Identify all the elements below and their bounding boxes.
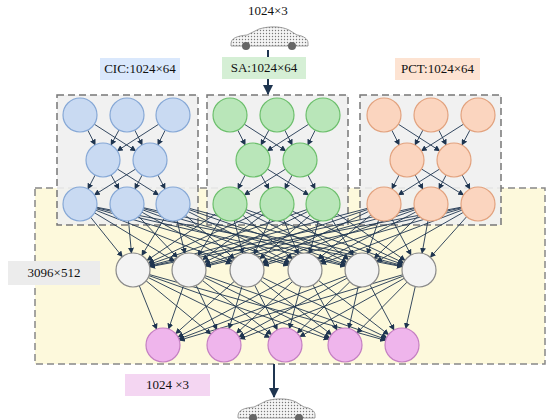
car-output [238,399,315,420]
neuron [414,98,448,132]
neuron-link [91,217,123,256]
neuron-link [88,175,95,189]
neuron-link [439,175,446,189]
neuron-link [261,130,269,145]
neuron-link [406,287,415,329]
neuron-link [462,175,470,189]
label-box: 3096×512 [8,261,100,285]
neuron-link [238,130,246,145]
neuron [306,98,340,132]
neuron-link [239,278,347,337]
neuron [213,187,247,221]
box-label: 1024 ×3 [146,377,189,393]
box-label: SA:1024×64 [231,60,298,76]
neuron-link [308,130,316,145]
neuron-link [297,282,350,333]
neuron-link [176,281,235,333]
neuron-link [240,276,403,339]
neuron-link [142,219,164,256]
dimension-label: 1024×3 [248,3,288,19]
neuron-link [158,175,165,189]
neuron-link [139,286,156,329]
neuron-link [158,130,166,145]
neuron-link [422,221,428,254]
neuron-link [196,285,217,329]
neuron-link [392,175,399,189]
neuron-link [255,285,278,330]
neuron-link [392,130,400,145]
neuron-link [236,282,292,334]
neuron [390,143,424,177]
neuron-link [88,130,96,145]
sa-group [207,95,348,225]
neuron [385,328,419,362]
neuron [268,328,302,362]
neuron [230,253,264,287]
neuron [283,143,317,177]
neuron [172,253,206,287]
neuron-link [308,175,315,189]
label-box: SA:1024×64 [222,57,306,79]
neuron [260,98,294,132]
neuron-link [349,287,358,329]
label-box: PCT:1024×64 [395,58,480,80]
neuron-link [234,220,243,253]
cic-group [57,95,198,225]
neuron [437,143,471,177]
neuron-link [462,130,470,145]
neuron [63,187,97,221]
pct-group [360,95,501,225]
neuron [86,143,120,177]
neuron-link [135,175,142,189]
neuron-link [430,217,466,258]
neuron [146,328,180,362]
neuron [414,187,448,221]
box-label: PCT:1024×64 [401,61,474,77]
neuron-link [238,175,245,189]
neuron [328,328,362,362]
neuron [63,98,97,132]
neuron [288,253,322,287]
neuron [213,98,247,132]
neuron-link [357,282,407,333]
neuron-link [415,130,423,145]
output-arrow [273,364,275,397]
neuron-link [129,221,132,253]
neuron [367,98,401,132]
neuron-link [300,278,404,336]
neuron [110,187,144,221]
neuron-link [169,286,184,329]
car-input [231,27,308,50]
label-box: CIC:1024×64 [100,58,180,80]
neuron-link [285,175,292,189]
neuron [402,253,436,287]
neuron-link [139,216,178,257]
neuron [461,98,495,132]
neuron [133,143,167,177]
neuron-link [318,280,388,334]
neuron [110,98,144,132]
neuron [306,187,340,221]
neuron-link [111,130,119,145]
neuron [156,187,190,221]
neuron [367,187,401,221]
box-label: CIC:1024×64 [104,61,176,77]
neuron [116,253,150,287]
box-label: 3096×512 [28,265,81,281]
neuron [461,187,495,221]
neuron [236,143,270,177]
neuron [156,98,190,132]
neuron-link [178,278,290,337]
label-box: 1024 ×3 [125,374,210,396]
neuron [207,328,241,362]
neuron [260,187,294,221]
neuron [345,253,379,287]
